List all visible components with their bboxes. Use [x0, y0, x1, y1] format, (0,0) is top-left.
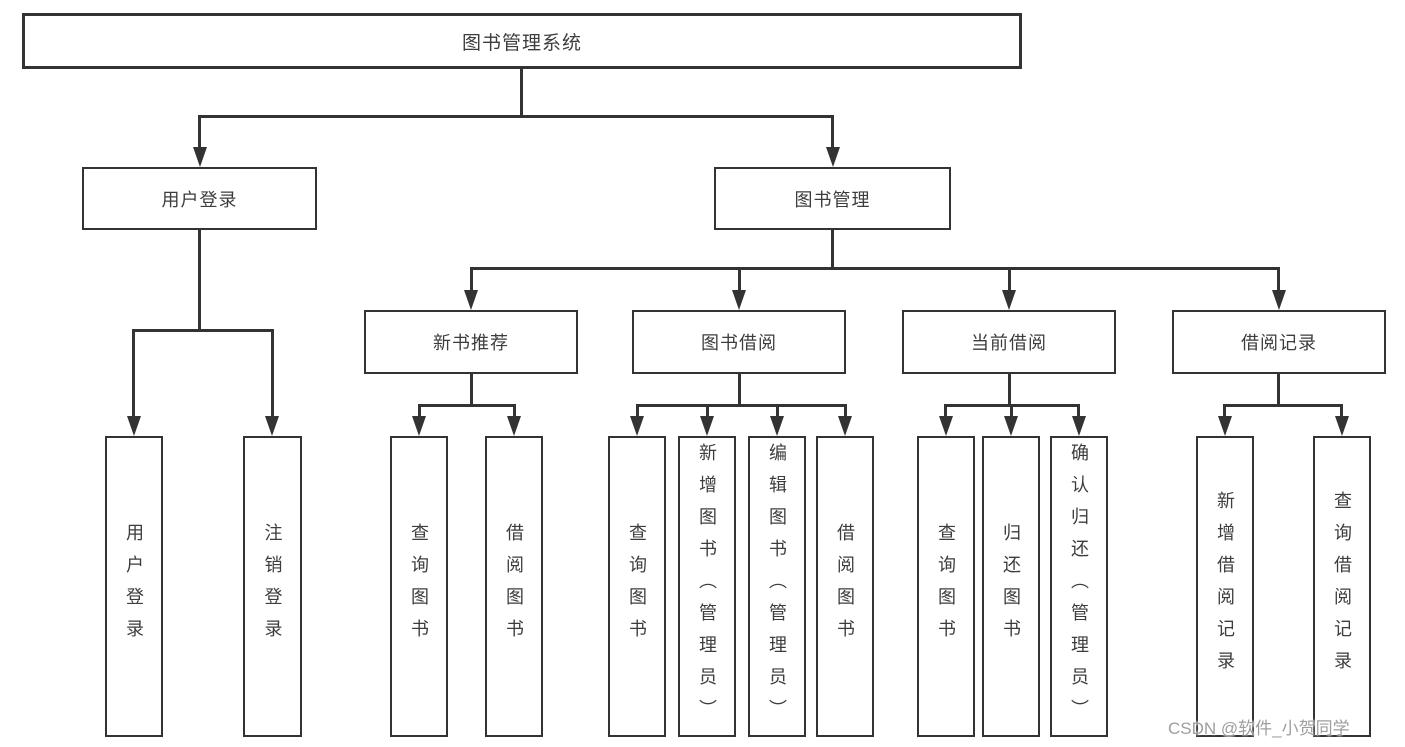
- connector-line: [198, 115, 201, 148]
- connector-line: [1277, 373, 1280, 406]
- leaf-user-login: 用户登录: [105, 436, 163, 737]
- leaf-query-books-borrowing: 查询图书: [608, 436, 666, 737]
- connector-line: [831, 115, 834, 148]
- connector-line: [198, 115, 834, 118]
- arrow-down-icon: [826, 147, 840, 167]
- connector-line: [1077, 404, 1080, 417]
- arrow-down-icon: [127, 416, 141, 436]
- arrow-down-icon: [1218, 416, 1232, 436]
- connector-line: [1340, 404, 1343, 417]
- leaf-query-books-current: 查询图书: [917, 436, 975, 737]
- connector-line: [1223, 404, 1226, 417]
- leaf-add-books-admin: 新增图书（管理员）: [678, 436, 736, 737]
- connector-line: [1277, 267, 1280, 290]
- arrow-down-icon: [939, 416, 953, 436]
- connector-line: [132, 329, 135, 417]
- connector-line: [831, 229, 834, 269]
- connector-line: [470, 373, 473, 406]
- arrow-down-icon: [193, 147, 207, 167]
- connector-line: [844, 404, 847, 417]
- leaf-query-borrow-record: 查询借阅记录: [1313, 436, 1371, 737]
- arrow-down-icon: [732, 290, 746, 310]
- connector-line: [636, 404, 846, 407]
- arrow-down-icon: [630, 416, 644, 436]
- arrow-down-icon: [1335, 416, 1349, 436]
- arrow-down-icon: [1072, 416, 1086, 436]
- leaf-edit-books-admin: 编辑图书（管理员）: [748, 436, 806, 737]
- connector-line: [1010, 404, 1013, 417]
- connector-line: [520, 68, 523, 116]
- arrow-down-icon: [412, 416, 426, 436]
- node-library-management-system: 图书管理系统: [22, 13, 1022, 69]
- connector-line: [513, 404, 516, 417]
- connector-line: [738, 373, 741, 406]
- leaf-borrow-books: 借阅图书: [816, 436, 874, 737]
- node-user-login: 用户登录: [82, 167, 317, 230]
- arrow-down-icon: [700, 416, 714, 436]
- node-book-borrowing: 图书借阅: [632, 310, 846, 374]
- connector-line: [418, 404, 421, 417]
- arrow-down-icon: [507, 416, 521, 436]
- leaf-query-books-recommend: 查询图书: [390, 436, 448, 737]
- node-new-book-recommend: 新书推荐: [364, 310, 578, 374]
- leaf-return-books: 归还图书: [982, 436, 1040, 737]
- arrow-down-icon: [838, 416, 852, 436]
- leaf-borrow-books-recommend: 借阅图书: [485, 436, 543, 737]
- connector-line: [706, 404, 709, 417]
- connector-line: [636, 404, 639, 417]
- arrow-down-icon: [265, 416, 279, 436]
- connector-line: [470, 267, 473, 290]
- connector-line: [418, 404, 516, 407]
- arrow-down-icon: [770, 416, 784, 436]
- leaf-logout: 注销登录: [243, 436, 302, 737]
- connector-line: [470, 267, 1280, 270]
- connector-line: [738, 267, 741, 290]
- watermark: CSDN @软件_小贺同学: [1168, 719, 1350, 738]
- connector-line: [776, 404, 779, 417]
- connector-line: [132, 329, 273, 332]
- leaf-add-borrow-record: 新增借阅记录: [1196, 436, 1254, 737]
- connector-line: [1223, 404, 1343, 407]
- connector-line: [1008, 373, 1011, 406]
- node-borrowing-records: 借阅记录: [1172, 310, 1386, 374]
- arrow-down-icon: [464, 290, 478, 310]
- node-current-borrowing: 当前借阅: [902, 310, 1116, 374]
- connector-line: [198, 229, 201, 330]
- arrow-down-icon: [1004, 416, 1018, 436]
- node-book-management: 图书管理: [714, 167, 951, 230]
- connector-line: [1008, 267, 1011, 290]
- arrow-down-icon: [1272, 290, 1286, 310]
- leaf-confirm-return-admin: 确认归还（管理员）: [1050, 436, 1108, 737]
- arrow-down-icon: [1002, 290, 1016, 310]
- connector-line: [271, 329, 274, 417]
- connector-line: [944, 404, 947, 417]
